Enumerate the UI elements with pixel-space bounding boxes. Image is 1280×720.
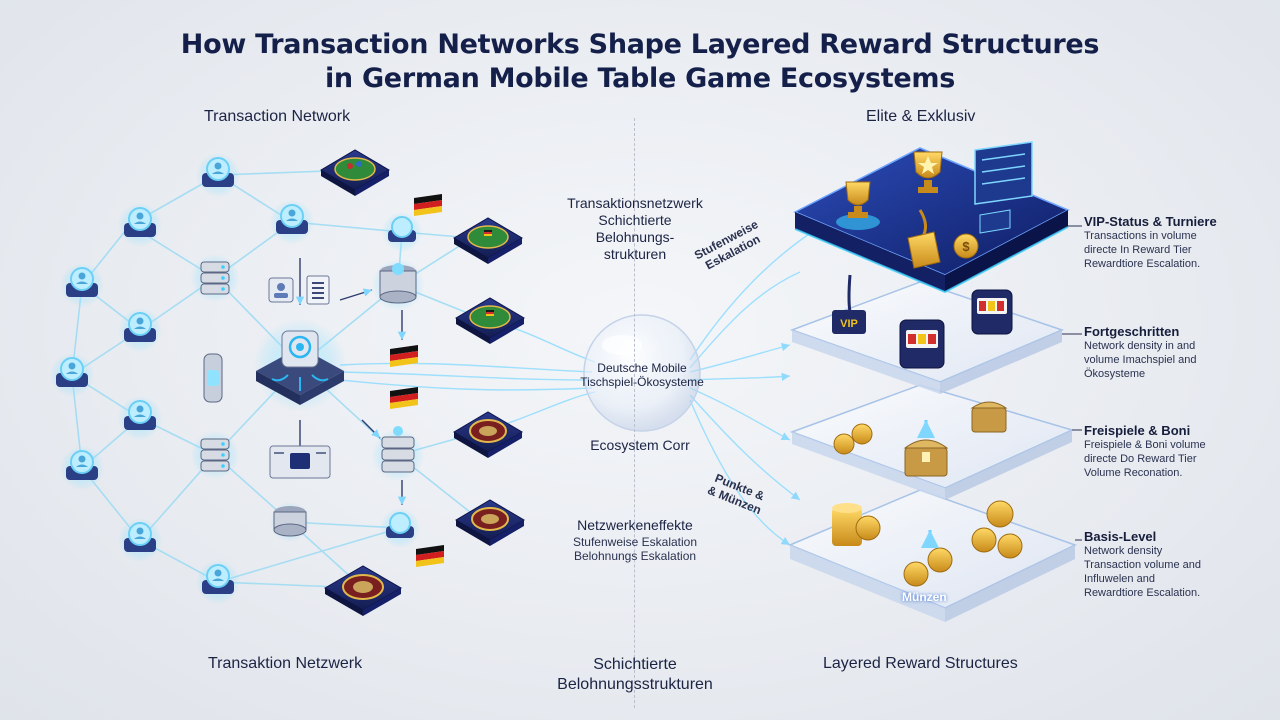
vip-tag-icon: VIP (832, 274, 866, 334)
game-tiles (320, 149, 525, 616)
blackjack-table-icon (453, 217, 523, 264)
document-icon (306, 275, 330, 305)
user-node-icon (382, 212, 422, 252)
tier-plate-elite (793, 147, 1070, 294)
tier-freispiele-text: Freispiele & Boni Freispiele & Boni volu… (1084, 423, 1206, 479)
vip-pendant-icon: $ (907, 209, 979, 269)
id-card-icon (269, 445, 331, 479)
server-stack-icon (273, 506, 307, 537)
german-flags (390, 194, 444, 567)
effects-text: Stufenweise Eskalation Belohnungs Eskala… (572, 535, 698, 563)
german-flag-icon (416, 545, 444, 567)
user-node-icon (118, 518, 162, 562)
german-flag-icon (414, 194, 442, 216)
user-node-icon (50, 353, 94, 397)
user-node-icon (118, 308, 162, 352)
roulette-table-icon (453, 411, 523, 458)
tier-vip-text: VIP-Status & Turniere Transactions in vo… (1084, 214, 1217, 270)
user-nodes (50, 153, 422, 604)
ecosystem-label: Ecosystem Corr (590, 437, 690, 453)
slot-machine-icon (899, 289, 1013, 369)
flow-streams (339, 229, 816, 546)
effects-title: Netzwerkeneffekte (577, 517, 693, 533)
center-top-text: Transaktionsnetzwerk Schichtierte Belohn… (567, 195, 703, 262)
user-node-icon (60, 446, 104, 490)
user-node-icon (270, 200, 314, 244)
right-header: Elite & Exklusiv (866, 108, 976, 125)
tier-basis-text: Basis-Level Network density Transaction … (1084, 529, 1201, 599)
sphere-label: Deutsche Mobile Tischspiel-Ökosysteme (580, 361, 704, 389)
database-icon (203, 353, 223, 403)
center-footer: Schichtierte Belohnungsstrukturen (557, 656, 713, 693)
center-divider (634, 118, 635, 708)
title-line-1: How Transaction Networks Shape Layered R… (180, 29, 1100, 60)
user-node-icon (118, 203, 162, 247)
user-node-icon (118, 396, 162, 440)
german-flag-icon (390, 345, 418, 367)
server-stack-icon (191, 254, 239, 302)
user-node-icon (196, 560, 240, 604)
trophy-icon (836, 151, 943, 230)
user-node-icon (380, 508, 420, 548)
profile-card-icon (268, 277, 294, 303)
reward-tiers: VIP $ (788, 141, 1082, 622)
central-hub-icon (254, 319, 346, 411)
blackjack-table-icon (455, 297, 525, 344)
server-stack-icon (191, 431, 239, 479)
user-node-icon (60, 263, 104, 307)
vip-tag-label: VIP (840, 318, 858, 330)
left-footer: Transaktion Netzwerk (208, 655, 363, 672)
user-node-icon (196, 153, 240, 197)
blackjack-table-icon (320, 149, 390, 196)
left-header: Transaction Network (204, 108, 351, 125)
title-line-2: in German Mobile Table Game Ecosystems (324, 63, 956, 94)
coins-label: Münzen (902, 590, 947, 604)
tier-fortgeschritten-text: Fortgeschritten Network density in and v… (1084, 324, 1197, 380)
ecosystem-sphere (583, 314, 701, 432)
server-stack-icon (372, 259, 424, 311)
treasure-chest-icon (833, 401, 1008, 477)
server-stacks (191, 254, 424, 537)
server-stack-icon (372, 426, 424, 481)
roulette-table-icon (455, 499, 525, 546)
svg-text:$: $ (962, 239, 970, 254)
leaderboard-screen-icon (974, 141, 1033, 234)
page-title: How Transaction Networks Shape Layered R… (0, 28, 1280, 96)
roulette-table-icon (324, 565, 402, 616)
right-footer: Layered Reward Structures (823, 655, 1018, 672)
coin-stack-icon (832, 500, 1023, 587)
german-flag-icon (390, 387, 418, 409)
